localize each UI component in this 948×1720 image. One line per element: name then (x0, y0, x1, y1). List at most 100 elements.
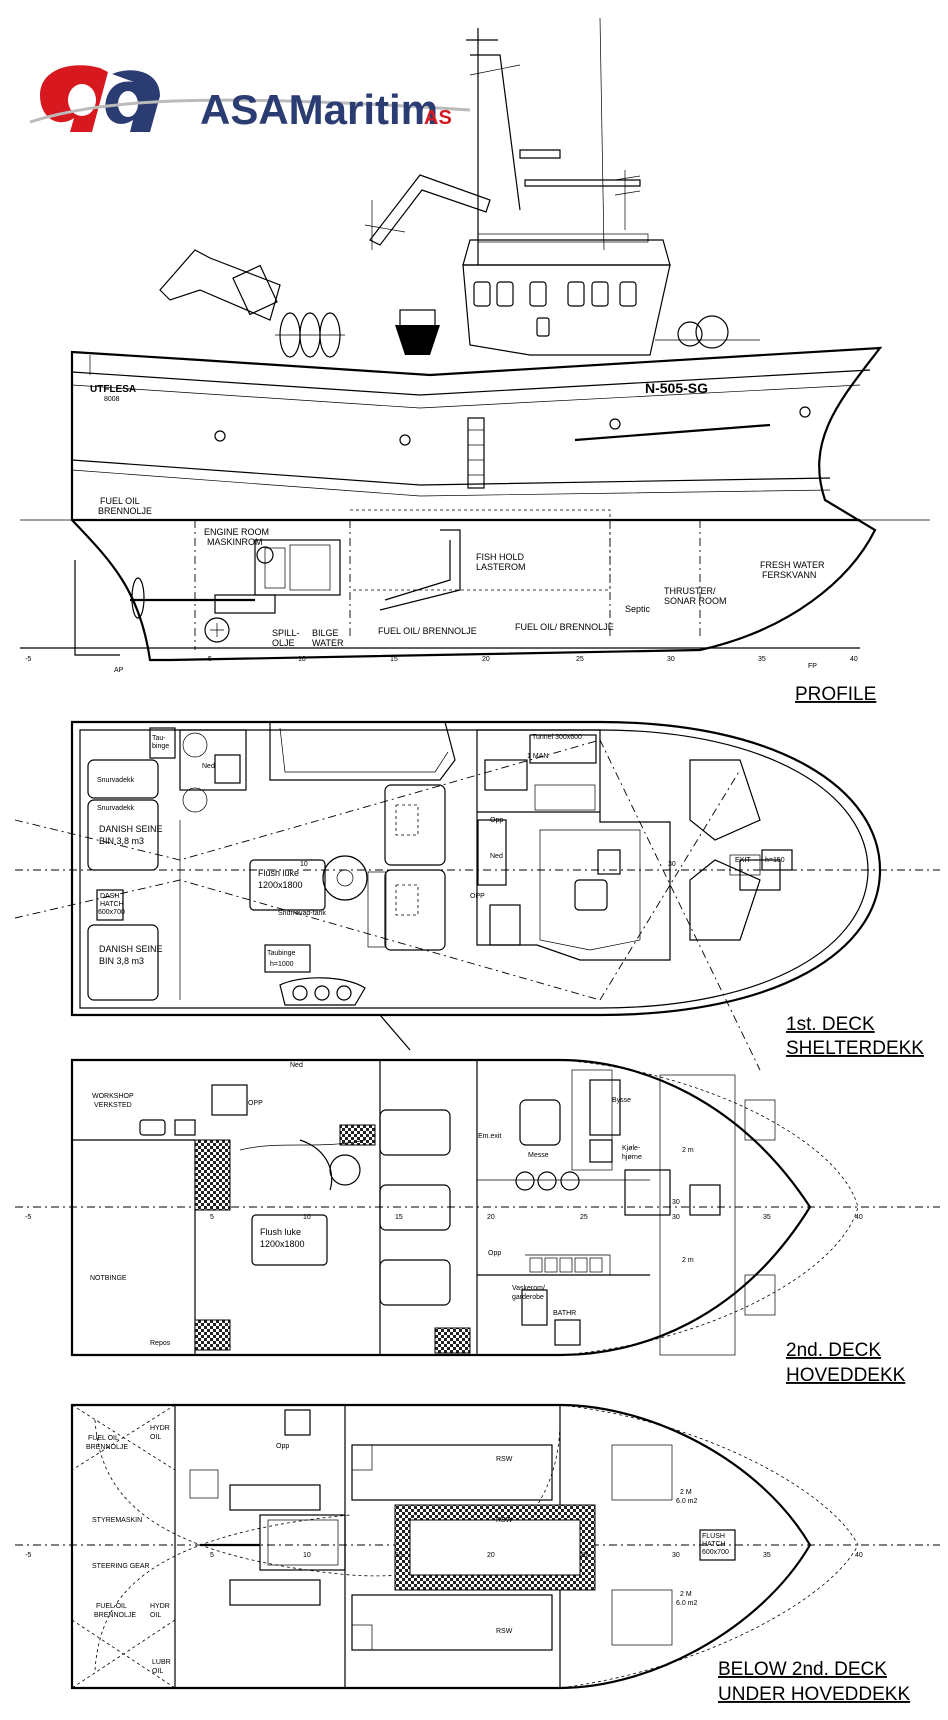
flush-hatch-label: Flush luke (260, 1227, 301, 1237)
thruster-label: THRUSTER/ (664, 586, 716, 596)
flush-hatch-label: Flush luke (258, 868, 299, 878)
profile-frame-ticks: -5 5 10 15 20 25 30 35 40 (25, 656, 858, 663)
verksted-label: VERKSTED (94, 1102, 132, 1109)
stair-up-label-2: OPP (470, 893, 485, 900)
frame-30-label: 30 (668, 861, 676, 868)
two-man-cabin-label: 2 m (682, 1147, 694, 1154)
workshop-label: WORKSHOP (92, 1093, 134, 1100)
tick-label: 30 (672, 1552, 680, 1559)
tick-label: -5 (25, 1214, 31, 1221)
fish-hold-label: FISH HOLD (476, 552, 525, 562)
lubr-oil-label-2: OIL (152, 1668, 163, 1675)
bilge-water-label: WATER (312, 638, 344, 648)
vaskerom-label: Vaskerom/ (512, 1285, 545, 1292)
stair-down-label: Ned (490, 853, 503, 860)
first-deck-title: 1st. DECK (786, 1014, 875, 1035)
fuel-oil-label: FUEL OIL (100, 496, 140, 506)
main-engine (214, 539, 341, 614)
seine-bin-volume-2: BIN 3,8 m3 (99, 956, 144, 966)
stair-up-label: Opp (490, 817, 503, 824)
sonar-room-label: SONAR ROOM (664, 596, 727, 606)
flush-hatch-size: 1200x1800 (258, 880, 303, 890)
styremaskin-label: STYREMASKIN (92, 1517, 142, 1524)
stair-down-label-2: Ned (202, 763, 215, 770)
brennolje-label: BRENNOLJE (86, 1444, 128, 1451)
tick-label: 40 (855, 1552, 863, 1559)
tick-label: -5 (25, 656, 31, 663)
one-man-cabin-label: 1 MAN (527, 753, 548, 760)
danish-seine-label: DANISH SEINE (99, 824, 163, 834)
lockers (529, 1257, 603, 1273)
snurrevad-tank-label: Snurrevad-tank (278, 910, 326, 917)
flush-hatch-size: 1200x1800 (260, 1239, 305, 1249)
tick-label: 15 (395, 1552, 403, 1559)
tick-label: 5 (210, 1214, 214, 1221)
engine-plan (189, 1409, 346, 1606)
tick-label: 40 (855, 1214, 863, 1221)
profile-title: PROFILE (795, 684, 876, 705)
forward-perpendicular-label: FP (808, 663, 817, 670)
kjole-label: Kjøle- (622, 1145, 641, 1152)
flush-hatch-size: 600x700 (702, 1549, 729, 1556)
bathroom-label: BATHR (553, 1310, 576, 1317)
garderobe-label: garderobe (512, 1294, 544, 1301)
snurvadekk-label-2: Snurvadekk (97, 805, 134, 812)
tick-label: 30 (672, 1214, 680, 1221)
tick-label: 20 (487, 1552, 495, 1559)
below-frame-ticks: -5 5 10 15 20 25 30 35 40 (25, 1552, 863, 1559)
bysse-label: Bysse (612, 1097, 631, 1104)
septic-label: Septic (625, 604, 651, 614)
fresh-water-label: FRESH WATER (760, 560, 825, 570)
notbinge-label: NOTBINGE (90, 1275, 127, 1282)
maskinrom-label: MASKINROM (207, 537, 263, 547)
vessel-number: 8008 (104, 396, 120, 403)
frame-10-label: 10 (300, 861, 308, 868)
lasterom-label: LASTEROM (476, 562, 526, 572)
hjorne-label: hjørne (622, 1154, 642, 1161)
tick-label: 25 (580, 1214, 588, 1221)
logo-suffix: AS (424, 107, 452, 129)
tick-label: 15 (390, 656, 398, 663)
tick-label: 25 (580, 1552, 588, 1559)
messe-label: Messe (528, 1152, 549, 1159)
tick-label: 10 (303, 1214, 311, 1221)
tick-label: 10 (303, 1552, 311, 1559)
tick-label: 10 (298, 656, 306, 663)
bridge-windows (473, 281, 637, 337)
dash-hatch-label: DASH (100, 893, 119, 900)
stair-down-label: Ned (290, 1062, 303, 1069)
ferskvann-label: FERSKVANN (762, 570, 816, 580)
tick-label: 20 (482, 656, 490, 663)
tick-label: -5 (25, 1552, 31, 1559)
vessel-name: UTFLESA (90, 384, 136, 395)
steering-gear-label: STEERING GEAR (92, 1563, 150, 1570)
tunnel-label: Tunnel 300x600 (532, 734, 582, 741)
engine-room-label: ENGINE ROOM (204, 527, 269, 537)
lubr-oil-label: LUBR (152, 1659, 171, 1666)
taubinge-label: Taubinge (267, 950, 296, 957)
cabin-area-label: 6.0 m2 (676, 1498, 698, 1505)
under-hoveddekk-title: UNDER HOVEDDEKK (718, 1684, 910, 1705)
h150-label: h=150 (765, 857, 785, 864)
tick-label: 40 (850, 656, 858, 663)
tick-label: 5 (208, 656, 212, 663)
hatch-label: HATCH (100, 901, 124, 908)
hatch-size-label: 600x700 (98, 909, 125, 916)
hydr-oil-label-3: HYDR (150, 1603, 170, 1610)
tick-label: 15 (395, 1214, 403, 1221)
bilge-label: BILGE (312, 628, 339, 638)
brennolje-label-2: BRENNOLJE (94, 1612, 136, 1619)
below-deck-title: BELOW 2nd. DECK (718, 1659, 887, 1680)
hydr-oil-label-4: OIL (150, 1612, 161, 1619)
flush-label: FLUSH (702, 1533, 725, 1540)
flush-hatch-label: HATCH (702, 1541, 726, 1548)
tick-label: 35 (763, 1214, 771, 1221)
taubinge-height: h=1000 (270, 961, 294, 968)
tick-label: 20 (487, 1214, 495, 1221)
spill-olje-label: SPILL- (272, 628, 300, 638)
emergency-exit-label: Em.exit (478, 1133, 501, 1140)
fuel-oil-label-2: FUEL OIL (96, 1603, 127, 1610)
rsw-tank-label-2: RSW (496, 1517, 513, 1524)
winch-drums (275, 312, 345, 358)
